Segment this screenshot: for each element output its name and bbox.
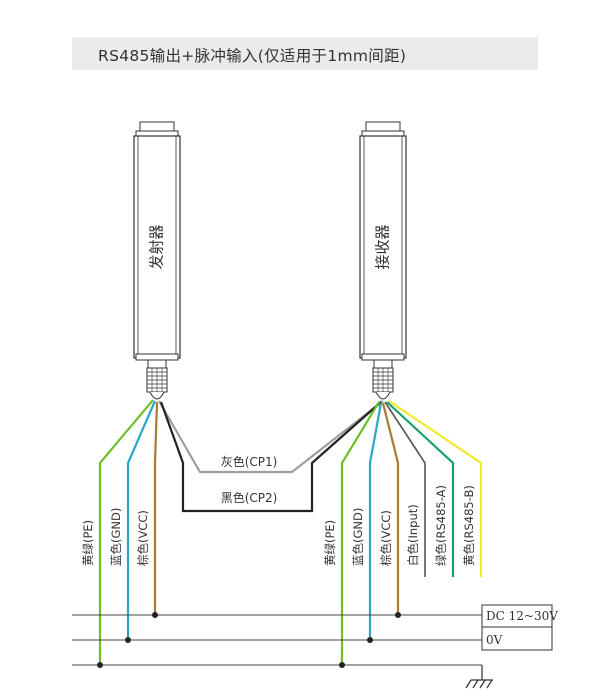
receiver-connector-icon bbox=[372, 367, 394, 393]
junction-dot bbox=[367, 637, 373, 643]
junction-dot bbox=[125, 637, 131, 643]
cp1-label: 灰色(CP1) bbox=[221, 455, 278, 469]
zero-volt-label: 0V bbox=[486, 633, 503, 647]
emitter-label: 发射器 bbox=[148, 224, 166, 269]
emitter-wire-gnd bbox=[126, 400, 157, 640]
dc-voltage-label: DC 12~30V bbox=[486, 609, 558, 623]
cp1-wire bbox=[158, 400, 384, 474]
emitter-body bbox=[133, 135, 181, 359]
receiver-wire-label-input: 白色(Input) bbox=[406, 504, 420, 566]
emitter-connector-neck bbox=[147, 359, 167, 369]
ground-icon bbox=[465, 665, 493, 689]
junction-dot bbox=[152, 612, 158, 618]
emitter-cable-boot bbox=[149, 391, 165, 400]
page-title: RS485输出+脉冲输入(仅适用于1mm间距) bbox=[98, 47, 407, 65]
receiver-unit: 接收器 bbox=[359, 121, 407, 400]
cp2-wire bbox=[159, 401, 382, 513]
emitter-wire-label-gnd: 蓝色(GND) bbox=[109, 508, 123, 566]
emitter-wire-pe bbox=[98, 399, 154, 665]
junction-dot bbox=[395, 612, 401, 618]
receiver-wire-label-vcc: 棕色(VCC) bbox=[379, 510, 393, 566]
junction-dots bbox=[97, 612, 401, 668]
receiver-wire-label-rs485b: 黄色(RS485-B) bbox=[462, 485, 476, 566]
receiver-wire-label-rs485a: 绿色(RS485-A) bbox=[434, 485, 448, 566]
emitter-wire-label-vcc: 棕色(VCC) bbox=[136, 510, 150, 566]
power-supply-box: DC 12~30V 0V bbox=[481, 604, 558, 651]
receiver-wire-gnd bbox=[368, 402, 383, 640]
receiver-wire-label-pe: 黄绿(PE) bbox=[323, 520, 337, 566]
emitter-connector-icon bbox=[146, 367, 168, 393]
receiver-label: 接收器 bbox=[374, 224, 392, 269]
title-bar: RS485输出+脉冲输入(仅适用于1mm间距) bbox=[72, 37, 538, 70]
cp2-label: 黑色(CP2) bbox=[221, 491, 278, 505]
emitter-wire-vcc bbox=[153, 401, 159, 615]
receiver-cable-boot bbox=[375, 391, 391, 400]
receiver-wire-vcc bbox=[381, 402, 400, 615]
receiver-wire-input bbox=[384, 401, 426, 577]
receiver-wire-pe bbox=[340, 401, 380, 665]
receiver-connector-neck bbox=[373, 359, 393, 369]
junction-dot bbox=[97, 662, 103, 668]
junction-dot bbox=[339, 662, 345, 668]
receiver-bottom-flange bbox=[361, 353, 405, 361]
emitter-unit: 发射器 bbox=[133, 121, 181, 400]
receiver-wire-rs485b bbox=[388, 400, 483, 577]
emitter-wire-label-pe: 黄绿(PE) bbox=[81, 520, 95, 566]
receiver-wire-rs485a bbox=[386, 401, 455, 577]
emitter-bottom-flange bbox=[135, 353, 179, 361]
receiver-wire-label-gnd: 蓝色(GND) bbox=[351, 508, 365, 566]
receiver-body bbox=[359, 135, 407, 359]
